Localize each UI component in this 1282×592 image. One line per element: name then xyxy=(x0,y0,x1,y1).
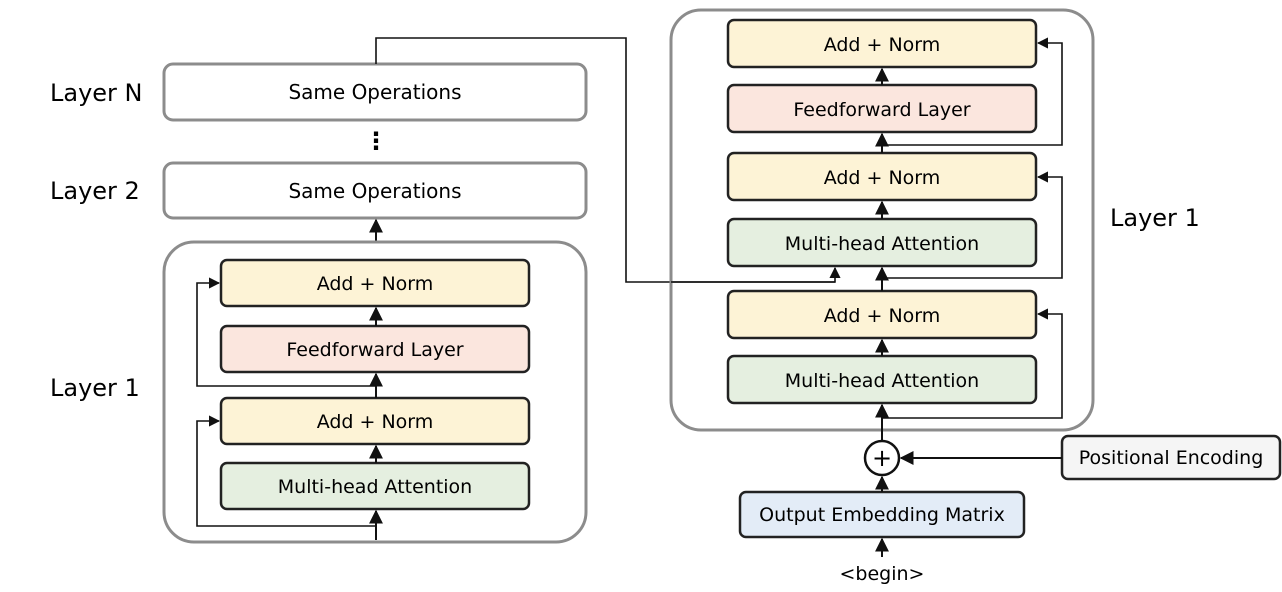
begin-token: <begin> xyxy=(840,563,925,585)
dec-add-norm-top xyxy=(726,18,1038,69)
dec-feedforward-label: Feedforward Layer xyxy=(793,99,970,121)
dec-add-norm-top-label: Add + Norm xyxy=(824,34,941,56)
dec-residual-mid xyxy=(882,171,1063,279)
plus-circle xyxy=(863,439,901,477)
positional-encoding-label: Positional Encoding xyxy=(1079,447,1264,469)
enc-attention-label: Multi-head Attention xyxy=(278,476,472,498)
decoder-layer-1-label: Layer 1 xyxy=(1110,204,1200,232)
enc-add-norm-top xyxy=(219,258,531,308)
dec-add-norm-mid-label: Add + Norm xyxy=(824,167,941,189)
layer-2-box xyxy=(162,161,588,220)
enc-add-norm-bottom-label: Add + Norm xyxy=(317,411,434,433)
encoder-layer-1-label: Layer 1 xyxy=(50,374,140,402)
plus-icon: + xyxy=(872,444,892,472)
layer-2-label: Layer 2 xyxy=(50,177,140,205)
dec-self-attention-label: Multi-head Attention xyxy=(785,370,979,392)
layer-n-box xyxy=(162,62,588,122)
dec-residual-bottom xyxy=(882,308,1063,419)
encoder: Layer N Layer 2 Layer 1 Same Operations … xyxy=(50,62,588,544)
layer-n-text: Same Operations xyxy=(288,80,461,104)
enc-add-norm-top-label: Add + Norm xyxy=(317,273,434,295)
ellipsis: ⋮ xyxy=(364,127,388,155)
enc-residual-bottom xyxy=(196,415,376,527)
layer-n-label: Layer N xyxy=(50,79,143,107)
dec-residual-top xyxy=(882,37,1063,146)
encoder-to-decoder-link xyxy=(375,37,841,283)
enc-feedforward-label: Feedforward Layer xyxy=(286,339,463,361)
enc-residual-top xyxy=(196,277,376,387)
layer-2-text: Same Operations xyxy=(288,179,461,203)
decoder: Layer 1 Add + Norm Feedforward Layer Add… xyxy=(669,8,1282,585)
dec-add-norm-bottom-label: Add + Norm xyxy=(824,305,941,327)
output-embedding-label: Output Embedding Matrix xyxy=(759,504,1005,526)
dec-cross-attention-label: Multi-head Attention xyxy=(785,233,979,255)
